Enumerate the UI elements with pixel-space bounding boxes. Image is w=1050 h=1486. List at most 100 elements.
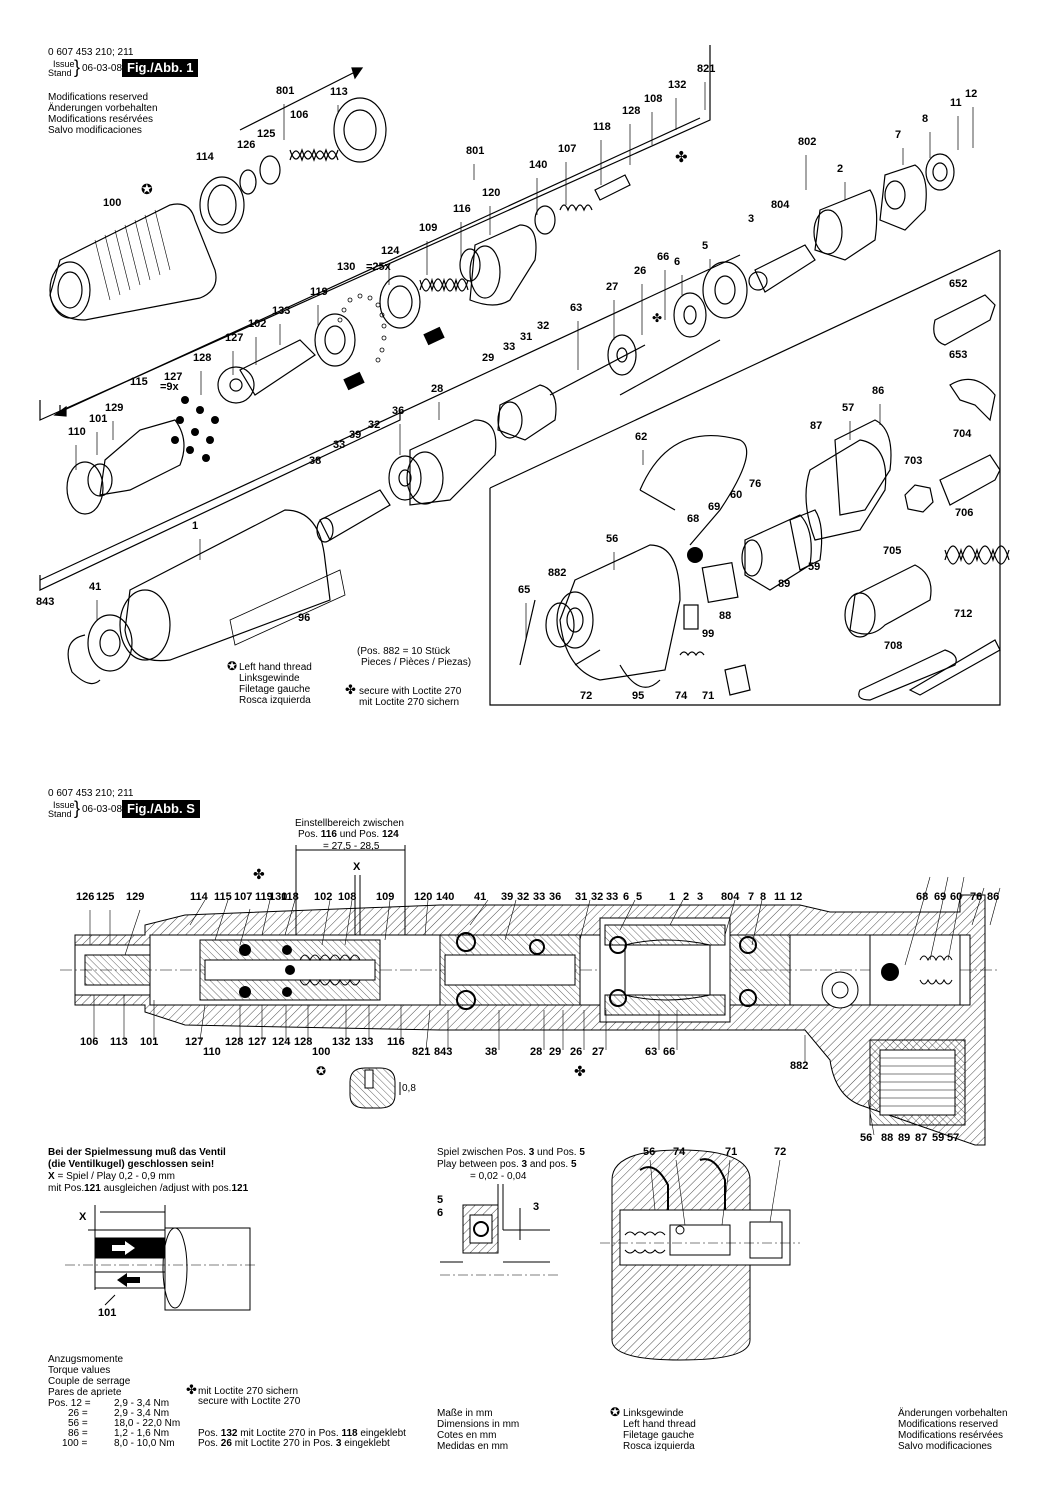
part-label: 59 bbox=[932, 1132, 945, 1144]
play-measurement-warning: Bei der Spielmessung muß das Ventil bbox=[48, 1147, 226, 1158]
part-label: 102 bbox=[314, 891, 333, 903]
part-label: 118 bbox=[593, 121, 611, 133]
part-label: 66 bbox=[663, 1046, 676, 1058]
figure-title: Fig./Abb. S bbox=[122, 800, 200, 818]
torque-value: 8,0 - 10,0 Nm bbox=[114, 1438, 175, 1449]
part-label: 821 bbox=[697, 63, 716, 75]
part-label: 102 bbox=[248, 318, 267, 330]
part-label: 704 bbox=[953, 428, 972, 440]
mods-line: Salvo modificaciones bbox=[898, 1441, 992, 1452]
part-label: 29 bbox=[482, 352, 495, 364]
dimensions-note: Maße in mm Dimensions in mm Cotes en mm … bbox=[437, 1408, 519, 1452]
mods-line: Änderungen vorbehalten bbox=[48, 103, 158, 114]
doc-number: 0 607 453 210; 211 bbox=[48, 788, 134, 799]
part-label: 110 bbox=[203, 1046, 221, 1058]
part-label: 127 bbox=[248, 1036, 267, 1048]
part-label: 60 bbox=[950, 891, 963, 903]
part-label: 113 bbox=[330, 86, 348, 98]
part-label: 33 bbox=[606, 891, 619, 903]
torque-heading: Torque values bbox=[48, 1365, 111, 1376]
part-label: 26 bbox=[634, 265, 647, 277]
part-label: 88 bbox=[719, 610, 732, 622]
dims-line: Cotes en mm bbox=[437, 1430, 497, 1441]
legend-line: Left hand thread bbox=[239, 662, 312, 673]
part-label: 1 bbox=[669, 891, 676, 903]
loctite-line: secure with Loctite 270 bbox=[198, 1396, 301, 1407]
part-label: 68 bbox=[916, 891, 929, 903]
part-label: 106 bbox=[80, 1036, 99, 1048]
part-label: 99 bbox=[702, 628, 715, 640]
part-label: 652 bbox=[949, 278, 968, 290]
part-label: 69 bbox=[934, 891, 947, 903]
torque-table: Anzugsmomente Torque values Couple de se… bbox=[48, 1354, 130, 1398]
part-label: 36 bbox=[392, 405, 405, 417]
part-label: 32 bbox=[368, 419, 381, 431]
part-label: 32 bbox=[537, 320, 550, 332]
valve-detail-drawing bbox=[600, 1149, 800, 1361]
part-label: 129 bbox=[126, 891, 145, 903]
valve-label-71: 71 bbox=[725, 1146, 738, 1158]
mods-line: Modifications reserved bbox=[898, 1419, 999, 1430]
part-label: 128 bbox=[225, 1036, 244, 1048]
part-label: 140 bbox=[436, 891, 455, 903]
part-label: 706 bbox=[955, 507, 974, 519]
part-label: 101 bbox=[89, 413, 108, 425]
part-label: 109 bbox=[376, 891, 395, 903]
dimension-0-8: 0,8 bbox=[402, 1083, 416, 1094]
part-label: 128 bbox=[622, 105, 641, 117]
part-label: 31 bbox=[520, 331, 533, 343]
torque-heading: Pares de apriete bbox=[48, 1387, 122, 1398]
brace-glyph: } bbox=[74, 798, 81, 818]
part-label: 72 bbox=[580, 690, 593, 702]
figure-title: Fig./Abb. 1 bbox=[122, 59, 199, 77]
part-label: 140 bbox=[529, 159, 548, 171]
legend-line: Filetage gauche bbox=[239, 684, 311, 695]
play-adjust: mit Pos.121 ausgleichen /adjust with pos… bbox=[48, 1183, 249, 1194]
pos6-label: 6 bbox=[437, 1207, 444, 1219]
part-label: 653 bbox=[949, 349, 968, 361]
play-between-value: = 0,02 - 0,04 bbox=[470, 1171, 527, 1182]
part-label: 115 bbox=[214, 891, 232, 903]
torque-pos: Pos. 12 = bbox=[48, 1398, 91, 1409]
valve-label-56: 56 bbox=[643, 1146, 656, 1158]
dims-line: Dimensions in mm bbox=[437, 1419, 520, 1430]
part-label: 32 bbox=[591, 891, 604, 903]
torque-value: 2,9 - 3,4 Nm bbox=[114, 1408, 170, 1419]
brace-glyph: } bbox=[74, 57, 81, 77]
part-label: 116 bbox=[453, 203, 471, 215]
part-label: 76 bbox=[749, 478, 762, 490]
pos-882-note: Pieces / Pièces / Piezas) bbox=[361, 657, 472, 668]
left-thread-icon: ✪ bbox=[316, 1064, 327, 1078]
lh-line: Filetage gauche bbox=[623, 1430, 695, 1441]
loctite-icon: ✤ bbox=[253, 866, 265, 882]
part-label: 133 bbox=[272, 305, 291, 317]
part-label: 107 bbox=[234, 891, 253, 903]
part-label: 41 bbox=[474, 891, 487, 903]
part-label: 130 bbox=[337, 261, 356, 273]
part-label: 31 bbox=[575, 891, 588, 903]
exploded-view-drawing bbox=[39, 45, 1010, 706]
torque-value: 1,2 - 1,6 Nm bbox=[114, 1428, 170, 1439]
issue-date: 06-03-08 bbox=[82, 63, 123, 74]
part-label: 119 bbox=[255, 891, 273, 903]
mods-line: Änderungen vorbehalten bbox=[898, 1408, 1008, 1419]
part-label: 86 bbox=[872, 385, 885, 397]
part-label: 128 bbox=[294, 1036, 313, 1048]
play-value: X = Spiel / Play 0,2 - 0,9 mm bbox=[48, 1171, 175, 1182]
dims-line: Medidas en mm bbox=[437, 1441, 509, 1452]
part-label: 100 bbox=[103, 197, 122, 209]
part-label: 107 bbox=[558, 143, 577, 155]
dims-line: Maße in mm bbox=[437, 1408, 493, 1419]
part-label: 87 bbox=[915, 1132, 928, 1144]
issue-date: 06-03-08 bbox=[82, 804, 123, 815]
legend-line: Linksgewinde bbox=[239, 673, 300, 684]
part-label: 2 bbox=[683, 891, 690, 903]
torque-heading: Couple de serrage bbox=[48, 1376, 131, 1387]
part-label: 127 bbox=[185, 1036, 204, 1048]
part-label: 821 bbox=[412, 1046, 431, 1058]
part-label: 59 bbox=[808, 561, 821, 573]
part-label: 33 bbox=[333, 439, 346, 451]
part-label: 32 bbox=[517, 891, 530, 903]
part-label: 57 bbox=[947, 1132, 960, 1144]
part-label: 843 bbox=[434, 1046, 453, 1058]
